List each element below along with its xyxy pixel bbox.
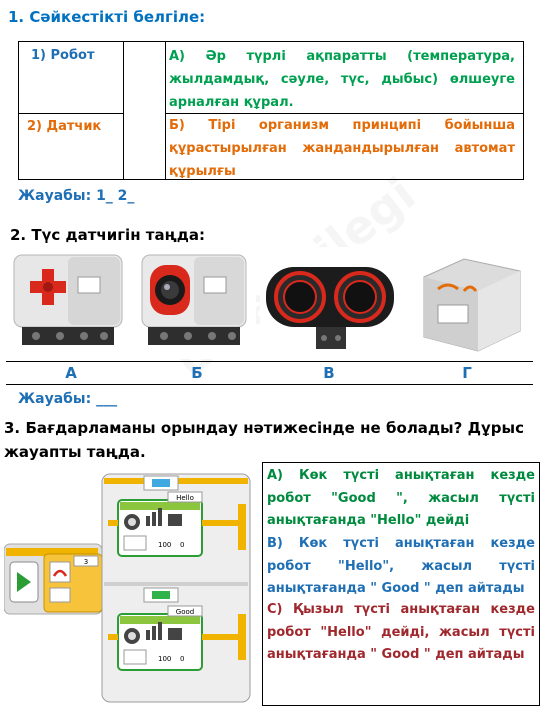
sensor-image-c[interactable] <box>260 247 400 359</box>
sensor-label-a: А <box>65 364 77 382</box>
table-divider <box>19 113 123 114</box>
volume-value: 100 <box>158 541 171 549</box>
color-sensor-icon <box>141 254 247 345</box>
sensor-label-c: В <box>323 364 335 382</box>
question-2-title: 2. Түс датчигін таңда: <box>10 226 205 244</box>
question-2-answer: Жауабы: ___ <box>18 391 118 407</box>
table-divider <box>165 113 523 114</box>
branch-top-text: Hello <box>176 494 194 502</box>
play-type-value: 0 <box>180 541 184 549</box>
matching-table: 1) Робот 2) Датчик А) Әр түрлі ақпаратты… <box>18 41 524 180</box>
sensor-label-d: Г <box>462 364 472 382</box>
question-1-title: 1. Сәйкестікті белгіле: <box>8 8 206 26</box>
gyro-sensor-icon <box>423 258 521 352</box>
sensor-image-a[interactable] <box>8 247 130 359</box>
table-divider <box>123 42 124 179</box>
item-sensor: 2) Датчик <box>27 119 102 134</box>
question-1-answer: Жауабы: 1_ 2_ <box>18 188 135 204</box>
sensor-image-d[interactable] <box>404 247 534 359</box>
play-icon <box>17 572 31 592</box>
touch-sensor-icon <box>13 254 123 345</box>
option-a[interactable]: А) Көк түсті анықтаған кезде робот "Good… <box>267 468 535 528</box>
item-robot: 1) Робот <box>31 48 95 63</box>
program-blocks: 3 Hello 100 0 Good <box>3 473 251 703</box>
program-diagram: 3 Hello 100 0 Good <box>3 464 262 704</box>
definition-a: А) Әр түрлі ақпаратты (температура, жылд… <box>169 49 515 110</box>
question-3-title: 3. Бағдарламаны орындау нәтижесінде не б… <box>4 419 524 461</box>
loop-count: 3 <box>84 558 88 566</box>
table-divider <box>165 42 166 179</box>
play-type-value: 0 <box>180 655 184 663</box>
answer-options: А) Көк түсті анықтаған кезде робот "Good… <box>262 462 540 706</box>
branch-bottom-text: Good <box>176 608 194 616</box>
sensor-image-b[interactable] <box>134 247 256 359</box>
ultrasonic-sensor-icon <box>266 267 394 349</box>
sensor-labels: А Б В Г <box>6 361 533 385</box>
option-c[interactable]: С) Қызыл түсті анықтаған кезде робот "He… <box>267 602 535 662</box>
definition-b: Б) Тірі организм принципі бойынша құраст… <box>169 118 515 179</box>
option-b[interactable]: В) Көк түсті анықтаған кезде робот "Hell… <box>267 536 535 596</box>
volume-value: 100 <box>158 655 171 663</box>
sensor-label-b: Б <box>191 364 203 382</box>
